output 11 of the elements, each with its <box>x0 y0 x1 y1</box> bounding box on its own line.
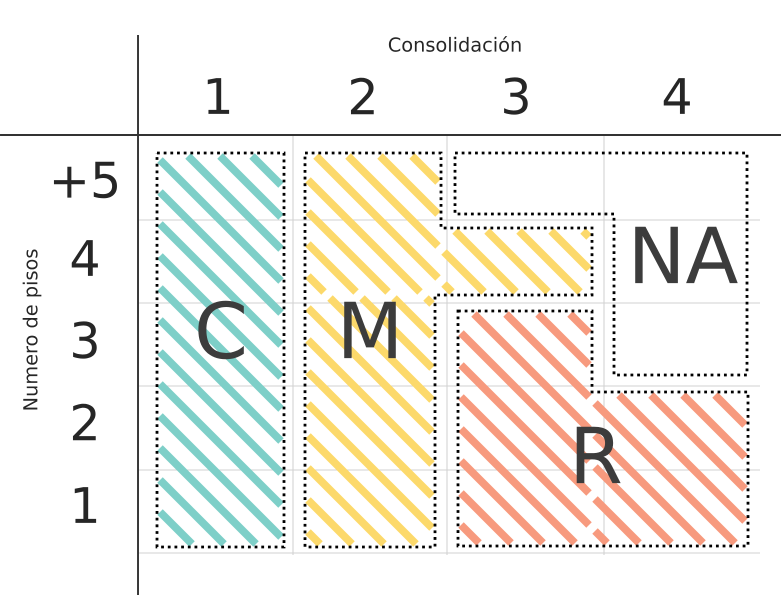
row-number: 2 <box>72 404 96 440</box>
axis-title: Consolidación <box>388 36 521 52</box>
column-number: 2 <box>350 78 374 114</box>
column-number: 1 <box>208 78 230 114</box>
row-number: 4 <box>72 240 98 276</box>
column-number: 4 <box>664 78 690 114</box>
row-number: 3 <box>73 321 97 359</box>
column-number: 3 <box>504 77 528 115</box>
axis-title: Numero de pisos <box>22 250 42 410</box>
hatched-region: NA <box>454 152 748 376</box>
row-number: 1 <box>74 487 96 523</box>
